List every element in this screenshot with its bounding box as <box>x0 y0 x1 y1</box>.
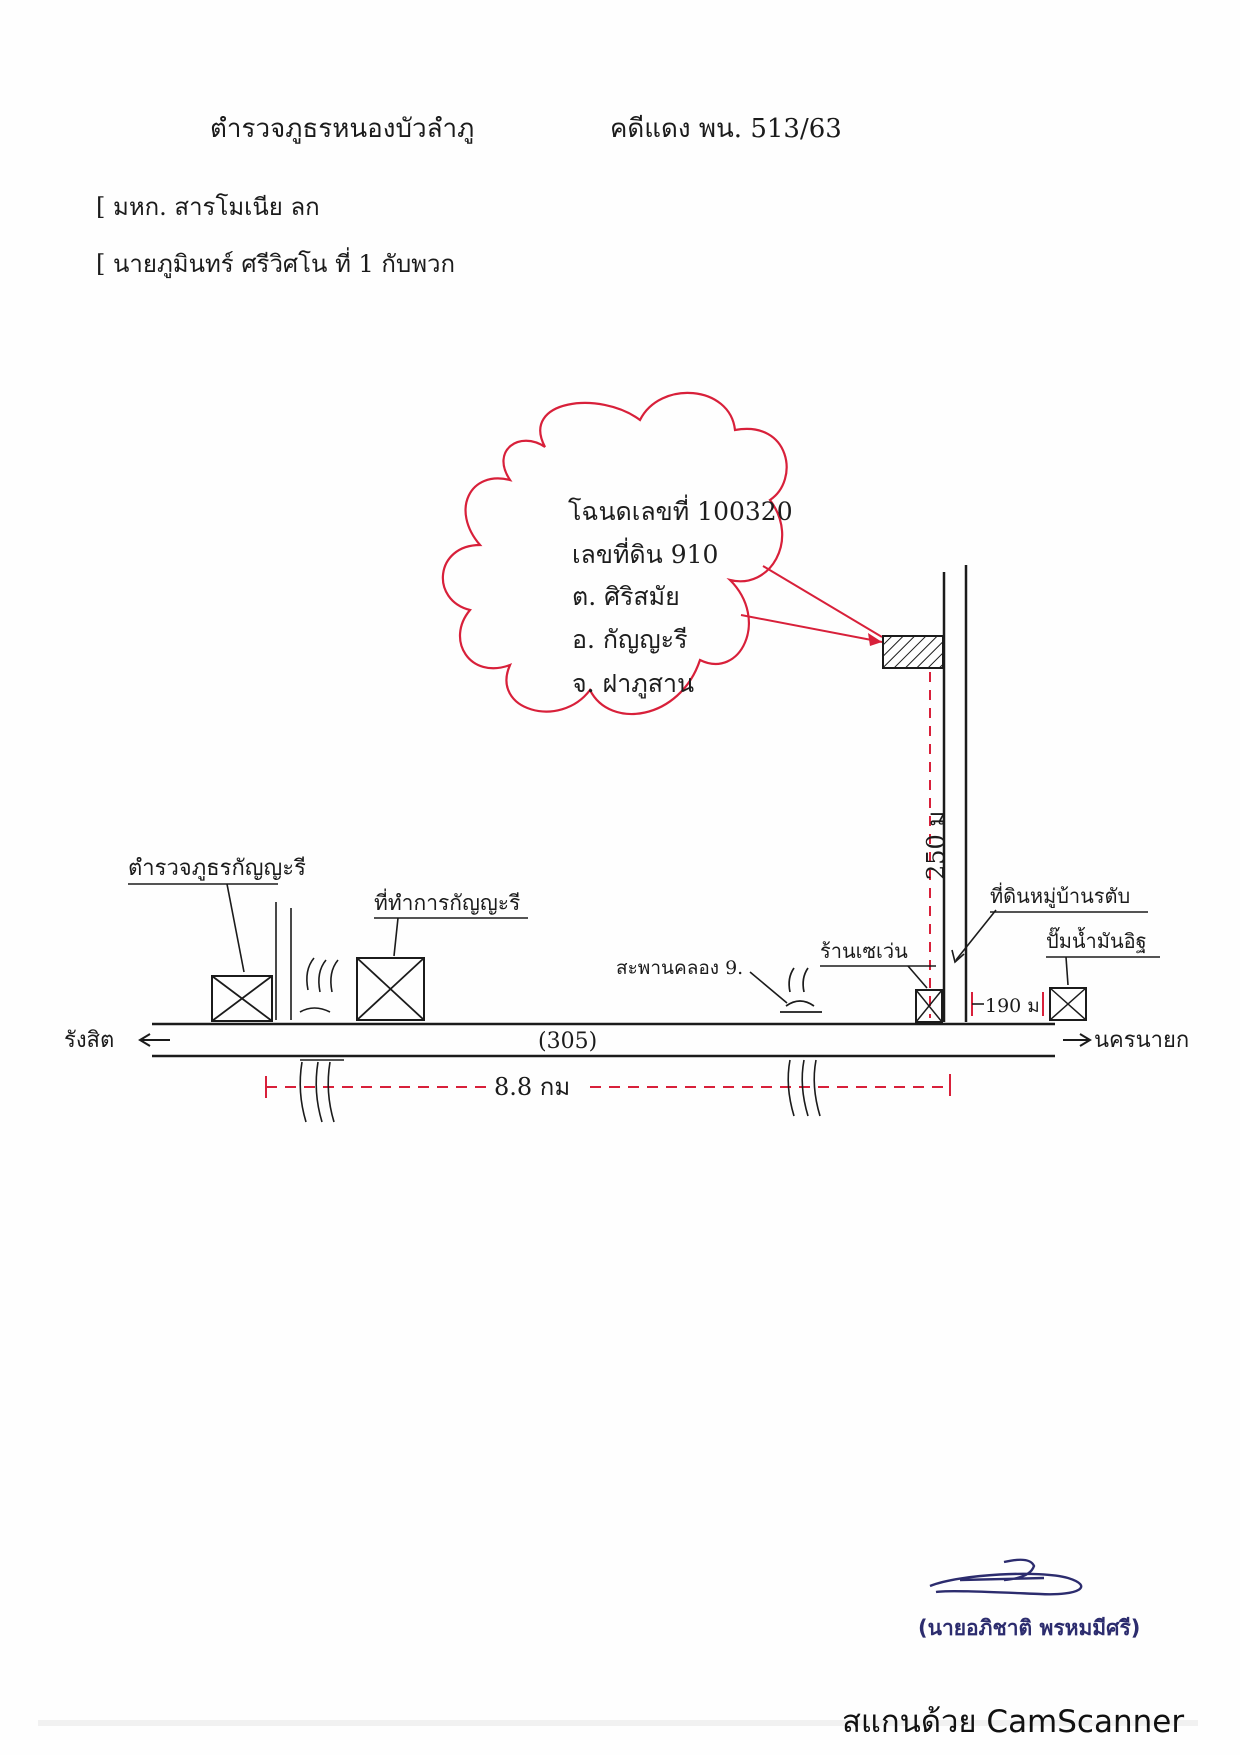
gas-station-leader <box>1065 956 1069 986</box>
scan-edge <box>38 1720 1198 1726</box>
bridge-label: สะพานคลอง 9. <box>616 957 743 979</box>
gas-station-label: ปั๊มน้ำมันอิฐ <box>1046 926 1147 953</box>
shop-label: ร้านเซเว่น <box>820 939 908 963</box>
cloud-line3: ต. ศิริสมัย <box>572 582 680 611</box>
road-number: (305) <box>538 1029 597 1054</box>
police-station-leader <box>226 883 245 973</box>
vertical-distance-label: 250 ม <box>922 811 950 880</box>
land-parcel <box>882 635 944 669</box>
gas-box-cross-b <box>1049 987 1087 1021</box>
office-leader <box>393 917 399 957</box>
cloud-line5: จ. ฝาภูสาน <box>572 669 694 699</box>
left-arrowhead <box>138 1033 151 1047</box>
camscanner-watermark: สแกนด้วย CamScanner <box>842 1704 1185 1740</box>
side-distance-label: 190 ม <box>985 995 1040 1017</box>
shop-leader <box>907 965 928 989</box>
road-distance-label: 8.8 กม <box>494 1073 570 1101</box>
office-box-cross-b <box>356 957 425 1021</box>
village-arrowhead <box>951 949 965 964</box>
cloud-arrow-1 <box>762 565 883 638</box>
bridge-mark <box>780 967 822 1013</box>
header-line1-right: คดีแดง พน. 513/63 <box>610 114 842 144</box>
shop-box <box>915 989 943 1023</box>
cloud-line4: อ. กัญญะรี <box>572 625 688 654</box>
signature-mark <box>929 1558 1083 1596</box>
left-destination: รังสิต <box>64 1028 114 1053</box>
bridge-leader <box>749 971 788 1004</box>
police-station-box <box>211 975 273 1022</box>
cloud-arrow-2 <box>740 614 883 643</box>
signer-name: (นายอภิชาติ พรหมมีศรี) <box>918 1616 1141 1640</box>
police-station-label: ตำรวจภูธรกัญญะรี <box>128 856 306 881</box>
note-cloud <box>441 391 788 715</box>
gas-station-box <box>1049 987 1087 1021</box>
police-box-cross-b <box>211 975 273 1022</box>
cloud-line1: โฉนดเลขที่ 100320 <box>568 494 793 526</box>
office-label: ที่ทำการกัญญะรี <box>374 888 520 915</box>
header-line1-left: ตำรวจภูธรหนองบัวลำภู <box>210 114 474 144</box>
header-line3: [ นายภูมินทร์ ศรีวิศโน ที่ 1 กับพวก <box>96 247 455 279</box>
cloud-arrowhead <box>868 633 882 646</box>
right-destination: นครนายก <box>1094 1028 1189 1053</box>
canal-mark-right <box>784 1055 824 1117</box>
office-box <box>356 957 425 1021</box>
shop-box-cross-b <box>915 989 943 1023</box>
right-arrowhead <box>1079 1033 1092 1047</box>
grass-marks <box>299 957 339 1013</box>
village-label: ที่ดินหมู่บ้านรตับ <box>990 882 1130 909</box>
village-leader <box>955 909 997 961</box>
header-line2: [ มหก. สารโมเนีย ลก <box>96 193 320 221</box>
canal-mark-left <box>299 1059 344 1123</box>
cloud-line2: เลขที่ดิน 910 <box>572 537 718 569</box>
